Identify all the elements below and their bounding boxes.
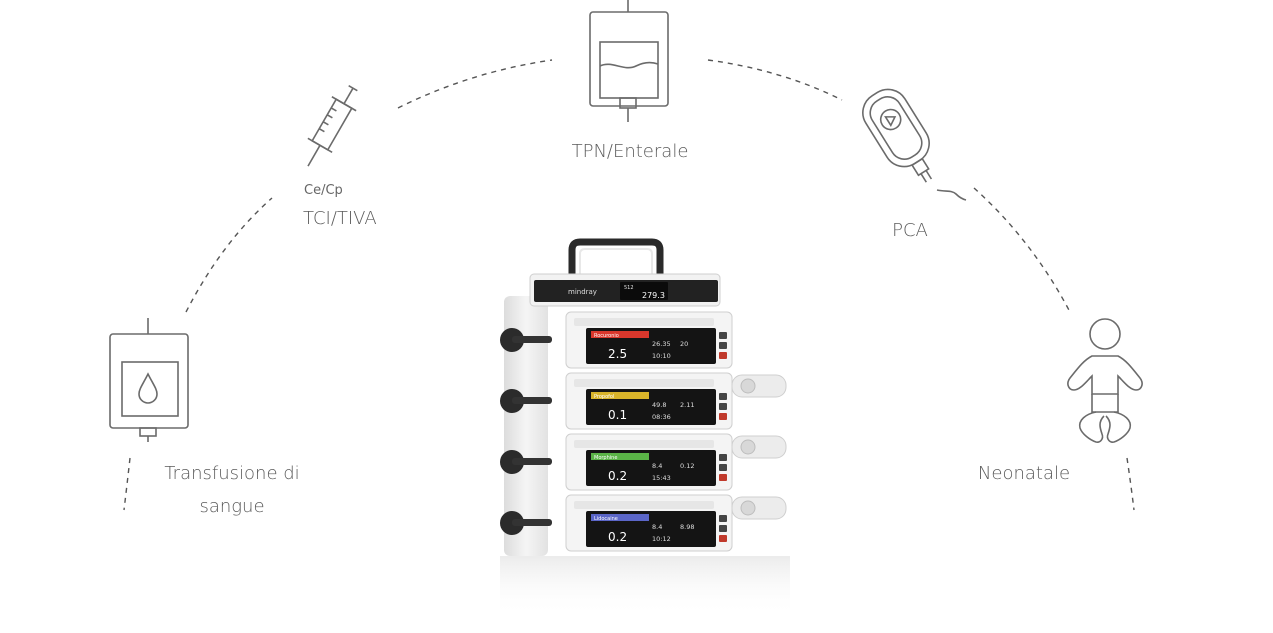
pump-side-button <box>719 535 727 542</box>
pump-side-button <box>719 413 727 420</box>
pump-top-strip <box>574 440 714 448</box>
syringe-icon <box>307 84 358 167</box>
syringe-clamp <box>731 435 787 459</box>
pump-value: 20 <box>680 340 688 348</box>
pump-top-strip <box>574 379 714 387</box>
pump-side-button <box>719 464 727 471</box>
rack-clamp <box>512 336 552 343</box>
pump-module: Morphine 0.2 8.4 0.12 15:43 <box>500 433 787 491</box>
pump-side-button <box>719 525 727 532</box>
drug-banner <box>591 453 649 460</box>
pump-top-strip <box>574 501 714 509</box>
drug-banner <box>591 514 649 521</box>
pump-side-button <box>719 393 727 400</box>
rack-side <box>504 296 548 556</box>
pump-value: 10:10 <box>652 352 671 360</box>
pump-module: Propofol 0.1 49.8 2.11 08:36 <box>500 372 787 430</box>
pump-module: Rocuronio 2.5 26.35 20 10:10 <box>500 311 733 369</box>
device-handle <box>568 238 664 278</box>
top-display-line2: 279.3 <box>642 291 665 300</box>
pump-side-button <box>719 332 727 339</box>
pump-side-button <box>719 474 727 481</box>
arc-segment-top-left <box>397 59 553 109</box>
label-tci-tiva: TCI/TIVA <box>303 208 377 229</box>
arc-segment-right <box>973 187 1071 313</box>
pump-value: 08:36 <box>652 413 671 421</box>
baby-icon <box>1067 318 1143 443</box>
arc-segment-left-bottom <box>123 457 131 511</box>
arc-segment-left <box>185 197 273 313</box>
pump-side-button <box>719 342 727 349</box>
syringe-clamp <box>731 496 787 520</box>
pump-value: 2.11 <box>680 401 694 409</box>
rate-value: 0.2 <box>608 469 627 483</box>
rate-value: 0.1 <box>608 408 627 422</box>
pump-side-button <box>719 515 727 522</box>
label-tpn-enterale: TPN/Enterale <box>571 141 689 162</box>
pump-side-button <box>719 403 727 410</box>
pump-value: 10:12 <box>652 535 671 543</box>
drug-name: Lidocaine <box>594 516 618 522</box>
pump-value: 8.4 <box>652 462 662 470</box>
syringe-clamp-knob <box>740 439 756 455</box>
pump-module: Lidocaine 0.2 8.4 8.98 10:12 <box>500 494 787 552</box>
arc-segment-top-right <box>707 59 843 101</box>
pump-side-button <box>719 454 727 461</box>
pca-remote-icon <box>862 88 967 201</box>
tpn-bag-icon <box>589 0 669 122</box>
pump-value: 0.12 <box>680 462 694 470</box>
syringe-clamp-knob <box>740 378 756 394</box>
label-neonatale: Neonatale <box>977 463 1071 484</box>
pump-value: 49.8 <box>652 401 666 409</box>
pump-value: 8.4 <box>652 523 662 531</box>
drug-name: Morphine <box>594 455 617 461</box>
device-brand: mindray <box>568 288 597 296</box>
top-display-line1: 512 <box>624 285 634 291</box>
device-shadow <box>500 556 790 616</box>
drug-banner <box>591 392 649 399</box>
pump-value: 26.35 <box>652 340 671 348</box>
rack-clamp <box>512 458 552 465</box>
drug-name: Propofol <box>594 394 614 400</box>
arc-segment-right-bottom <box>1126 457 1135 511</box>
label-tci-sub: Ce/Cp <box>304 183 343 198</box>
rack-clamp <box>512 519 552 526</box>
rate-value: 0.2 <box>608 530 627 544</box>
label-pca: PCA <box>892 220 928 241</box>
pump-top-strip <box>574 318 714 326</box>
pump-side-button <box>719 352 727 359</box>
rack-clamp <box>512 397 552 404</box>
rate-value: 2.5 <box>608 347 627 361</box>
drug-name: Rocuronio <box>594 333 619 339</box>
blood-bag-icon <box>109 318 189 442</box>
pump-value: 8.98 <box>680 523 694 531</box>
pump-value: 15:43 <box>652 474 671 482</box>
label-blood-transfusion: Transfusione di sangue <box>164 463 300 517</box>
infusion-pump-stack: mindray 512 279.3 Rocuronio 2.5 26.35 20 10:… <box>500 238 790 616</box>
syringe-clamp-knob <box>740 500 756 516</box>
drug-banner <box>591 331 649 338</box>
syringe-clamp <box>731 374 787 398</box>
